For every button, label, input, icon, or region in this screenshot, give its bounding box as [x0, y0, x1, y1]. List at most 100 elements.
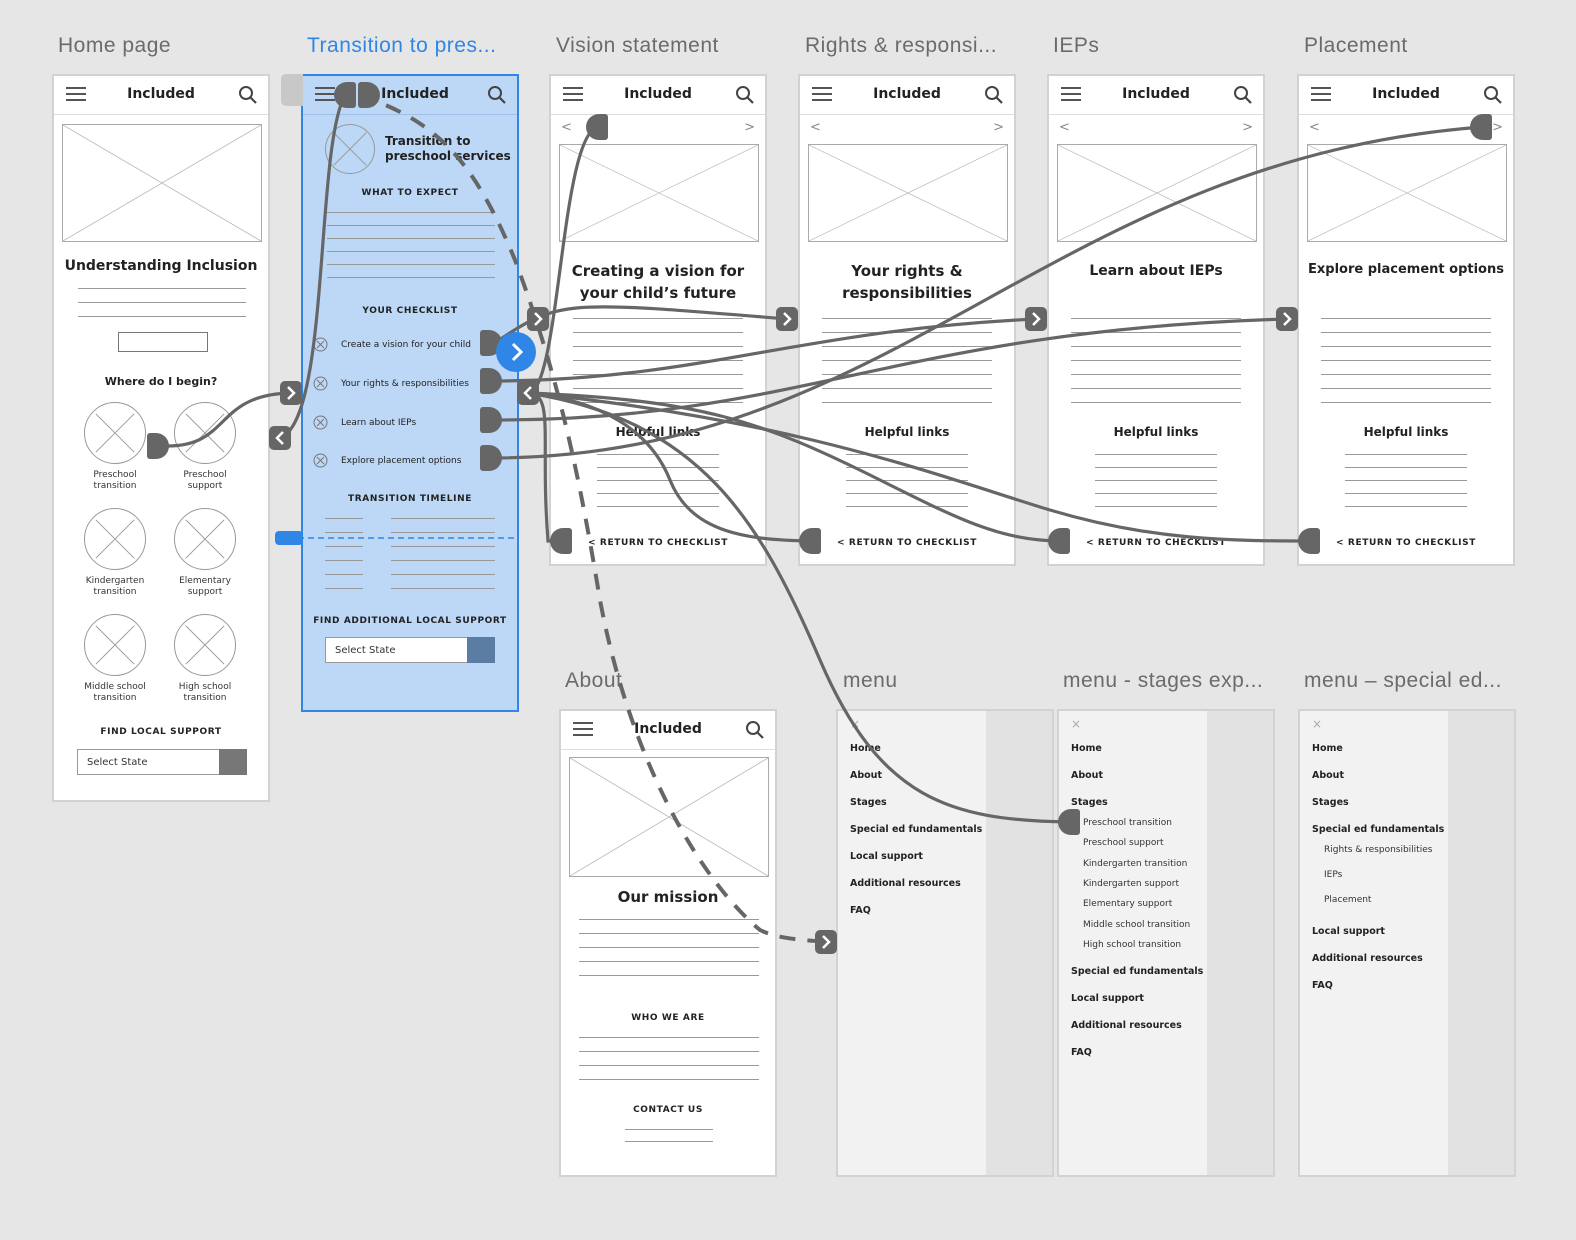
link-arrow-right[interactable] — [815, 930, 837, 954]
checklist-item[interactable]: Create a vision for your child — [313, 337, 471, 352]
back-arrow-left[interactable] — [517, 381, 539, 405]
menu-item[interactable]: Stages — [850, 797, 887, 808]
carousel-next-icon[interactable]: > — [1492, 120, 1503, 135]
checkbox-icon[interactable] — [313, 415, 328, 430]
checklist-item[interactable]: Your rights & responsibilities — [313, 376, 469, 391]
return-to-checklist-link[interactable]: < RETURN TO CHECKLIST — [1086, 538, 1226, 548]
close-icon[interactable]: × — [1312, 717, 1323, 731]
cta-button-placeholder[interactable] — [118, 332, 208, 352]
artboard-about[interactable]: Included Our mission WHO WE ARE CONTACT … — [559, 709, 777, 1177]
artboard-vision[interactable]: Included<>Creating a vision for your chi… — [549, 74, 767, 566]
return-to-checklist-link[interactable]: < RETURN TO CHECKLIST — [1336, 538, 1476, 548]
carousel-next-icon[interactable]: > — [993, 120, 1004, 135]
back-arrow-left[interactable] — [269, 426, 291, 450]
hamburger-menu-icon[interactable] — [1061, 87, 1081, 101]
search-icon[interactable] — [1233, 85, 1253, 105]
menu-item[interactable]: FAQ — [1312, 980, 1333, 991]
menu-subitem[interactable]: Rights & responsibilities — [1324, 845, 1433, 855]
connection-node[interactable] — [358, 82, 380, 108]
menu-subitem[interactable]: Kindergarten transition — [1083, 858, 1188, 869]
hamburger-menu-icon[interactable] — [66, 87, 86, 101]
artboard-title-vision[interactable]: Vision statement — [556, 34, 719, 57]
connection-node[interactable] — [480, 368, 502, 394]
search-icon[interactable] — [1483, 85, 1503, 105]
menu-item[interactable]: Additional resources — [850, 878, 961, 889]
artboard-title-menu-stages[interactable]: menu - stages exp... — [1063, 669, 1264, 692]
menu-subitem[interactable]: Preschool transition — [1083, 818, 1172, 828]
menu-subitem[interactable]: Elementary support — [1083, 899, 1173, 910]
menu-item[interactable]: About — [1071, 770, 1103, 781]
link-arrow-right[interactable] — [776, 307, 798, 331]
link-arrow-right[interactable] — [1025, 307, 1047, 331]
search-icon[interactable] — [238, 85, 258, 105]
menu-subitem[interactable]: IEPs — [1324, 870, 1343, 880]
stage-card-label[interactable]: Elementary support — [179, 576, 231, 597]
menu-item[interactable]: Stages — [1312, 797, 1349, 808]
stage-card-label[interactable]: Preschool support — [183, 470, 227, 491]
state-select[interactable]: Select State — [325, 637, 495, 663]
stage-card-image[interactable] — [84, 402, 146, 464]
carousel-prev-icon[interactable]: < — [1059, 120, 1070, 135]
menu-item[interactable]: Additional resources — [1312, 953, 1423, 964]
menu-subitem[interactable]: Kindergarten support — [1083, 878, 1180, 889]
artboard-rights[interactable]: Included<>Your rights & responsibilities… — [798, 74, 1016, 566]
stage-card-label[interactable]: Preschool transition — [93, 470, 137, 491]
close-icon[interactable]: × — [850, 717, 861, 731]
stage-card-label[interactable]: High school transition — [178, 682, 232, 703]
return-to-checklist-link[interactable]: < RETURN TO CHECKLIST — [837, 538, 977, 548]
state-select-button[interactable] — [219, 749, 247, 775]
connection-node[interactable] — [1470, 114, 1492, 140]
connection-node[interactable] — [799, 528, 821, 554]
menu-item[interactable]: Additional resources — [1071, 1020, 1182, 1032]
go-forward-button[interactable] — [496, 332, 536, 372]
connection-node[interactable] — [334, 82, 356, 108]
menu-overlay[interactable] — [986, 711, 1052, 1175]
menu-item[interactable]: FAQ — [850, 905, 871, 916]
stage-card-image[interactable] — [84, 614, 146, 676]
menu-subitem[interactable]: Preschool support — [1083, 838, 1164, 849]
checklist-item[interactable]: Explore placement options — [313, 453, 461, 468]
menu-subitem[interactable]: Placement — [1324, 895, 1372, 905]
artboard-title-transition[interactable]: Transition to pres... — [307, 34, 497, 57]
menu-item[interactable]: Home — [850, 743, 881, 754]
menu-item[interactable]: About — [1312, 770, 1344, 781]
connection-node[interactable] — [1058, 809, 1080, 835]
carousel-next-icon[interactable]: > — [1242, 120, 1253, 135]
menu-item[interactable]: Home — [1071, 743, 1102, 754]
artboard-title-menu[interactable]: menu — [843, 669, 898, 692]
stage-card-image[interactable] — [174, 508, 236, 570]
connection-node[interactable] — [550, 528, 572, 554]
stage-card-label[interactable]: Kindergarten transition — [85, 576, 145, 597]
search-icon[interactable] — [745, 720, 765, 740]
connection-node[interactable] — [147, 433, 169, 459]
menu-subitem[interactable]: Middle school transition — [1083, 919, 1191, 930]
artboard-title-menu-special[interactable]: menu – special ed... — [1304, 669, 1502, 692]
menu-item[interactable]: Local support — [1312, 926, 1385, 937]
link-arrow-right[interactable] — [527, 307, 549, 331]
checklist-item[interactable]: Learn about IEPs — [313, 415, 416, 430]
menu-item[interactable]: Special ed fundamentals — [1312, 824, 1445, 835]
checkbox-icon[interactable] — [313, 453, 328, 468]
connection-node[interactable] — [586, 114, 608, 140]
hamburger-menu-icon[interactable] — [1311, 87, 1331, 101]
stage-card-image[interactable] — [174, 614, 236, 676]
state-select[interactable]: Select State — [77, 749, 247, 775]
scroll-handle[interactable] — [275, 531, 303, 545]
menu-item[interactable]: Home — [1312, 743, 1343, 754]
connection-node[interactable] — [1298, 528, 1320, 554]
stage-card-image[interactable] — [174, 402, 236, 464]
menu-overlay[interactable] — [1207, 711, 1273, 1175]
carousel-next-icon[interactable]: > — [744, 120, 755, 135]
close-icon[interactable]: × — [1071, 717, 1082, 731]
search-icon[interactable] — [735, 85, 755, 105]
search-icon[interactable] — [984, 85, 1004, 105]
stage-card-label[interactable]: Middle school transition — [84, 682, 146, 703]
carousel-prev-icon[interactable]: < — [1309, 120, 1320, 135]
menu-item[interactable]: About — [850, 770, 882, 781]
state-select-button[interactable] — [467, 637, 495, 663]
carousel-prev-icon[interactable]: < — [561, 120, 572, 135]
